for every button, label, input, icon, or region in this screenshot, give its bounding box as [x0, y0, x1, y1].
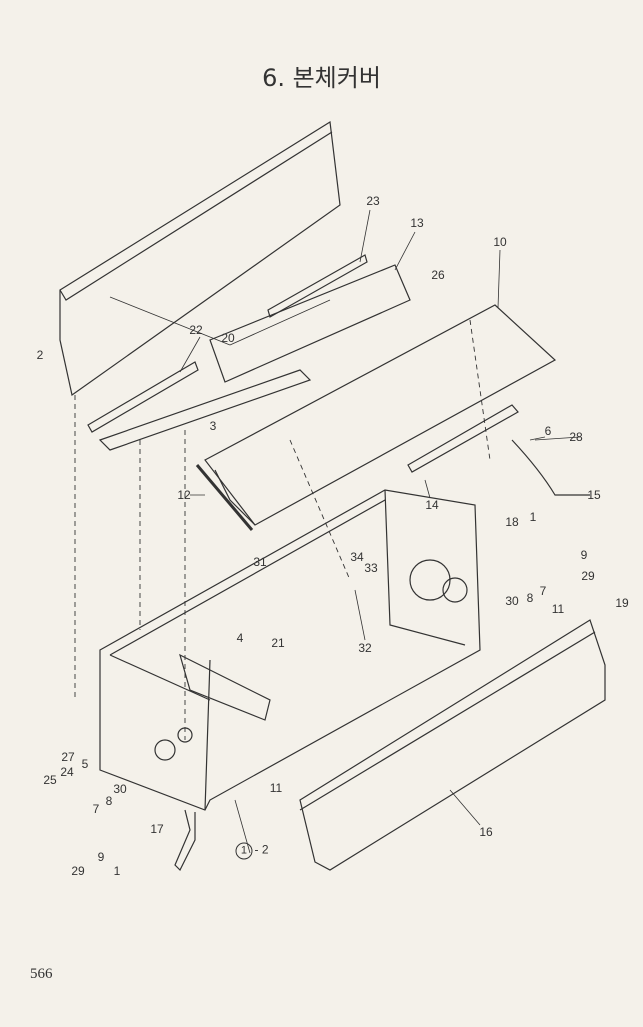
callout-10: 10: [493, 235, 507, 249]
callout-17: 17: [150, 822, 164, 836]
callout-7: 7: [539, 584, 547, 598]
callout-6: 6: [544, 424, 552, 438]
callout-11: 11: [551, 602, 565, 616]
callout-3: 3: [209, 419, 217, 433]
callout-26: 26: [431, 268, 445, 282]
callout-22: 22: [189, 323, 203, 337]
callout-5: 5: [81, 757, 89, 771]
callout-29: 29: [71, 864, 85, 878]
callout-31: 31: [253, 555, 267, 569]
callout-1: 1: [113, 864, 121, 878]
callout-29: 29: [581, 569, 595, 583]
strip-23: [267, 254, 368, 318]
callout-27: 27: [61, 750, 75, 764]
callout-15: 15: [587, 488, 601, 502]
callout-8: 8: [105, 794, 113, 808]
callout-18: 18: [505, 515, 519, 529]
page-number: 566: [30, 966, 53, 982]
strip-22: [87, 361, 199, 433]
plate-13: [209, 264, 411, 383]
callout-1: 1: [529, 510, 537, 524]
callout-30: 30: [113, 782, 127, 796]
callout-14: 14: [425, 498, 439, 512]
callout-28: 28: [569, 430, 583, 444]
callout-25: 25: [43, 773, 57, 787]
callout-12: 12: [177, 488, 191, 502]
cover-panel-10: [204, 304, 557, 526]
callout-8: 8: [526, 591, 534, 605]
callout-20: 20: [221, 331, 235, 345]
callout-34: 34: [350, 550, 364, 564]
callout-30: 30: [505, 594, 519, 608]
callout-32: 32: [358, 641, 372, 655]
assembly-ref-circle: 1: [235, 842, 253, 860]
assembly-ref-suffix: - 2: [254, 842, 269, 857]
callout-19: 19: [615, 596, 629, 610]
page-title: 6. 본체커버: [262, 64, 381, 92]
assembly-reference: 1- 2: [235, 842, 269, 860]
callout-21: 21: [271, 636, 285, 650]
callout-24: 24: [60, 765, 74, 779]
main-frame: [99, 489, 481, 811]
callout-16: 16: [479, 825, 493, 839]
callout-23: 23: [366, 194, 380, 208]
callout-4: 4: [236, 631, 244, 645]
cover-panel-16: [299, 619, 606, 871]
callout-9: 9: [580, 548, 588, 562]
callout-9: 9: [97, 850, 105, 864]
callout-13: 13: [410, 216, 424, 230]
callout-2: 2: [36, 348, 44, 362]
callout-11: 11: [269, 781, 283, 795]
cover-panel-20: [59, 120, 341, 397]
callout-33: 33: [364, 561, 378, 575]
callout-7: 7: [92, 802, 100, 816]
